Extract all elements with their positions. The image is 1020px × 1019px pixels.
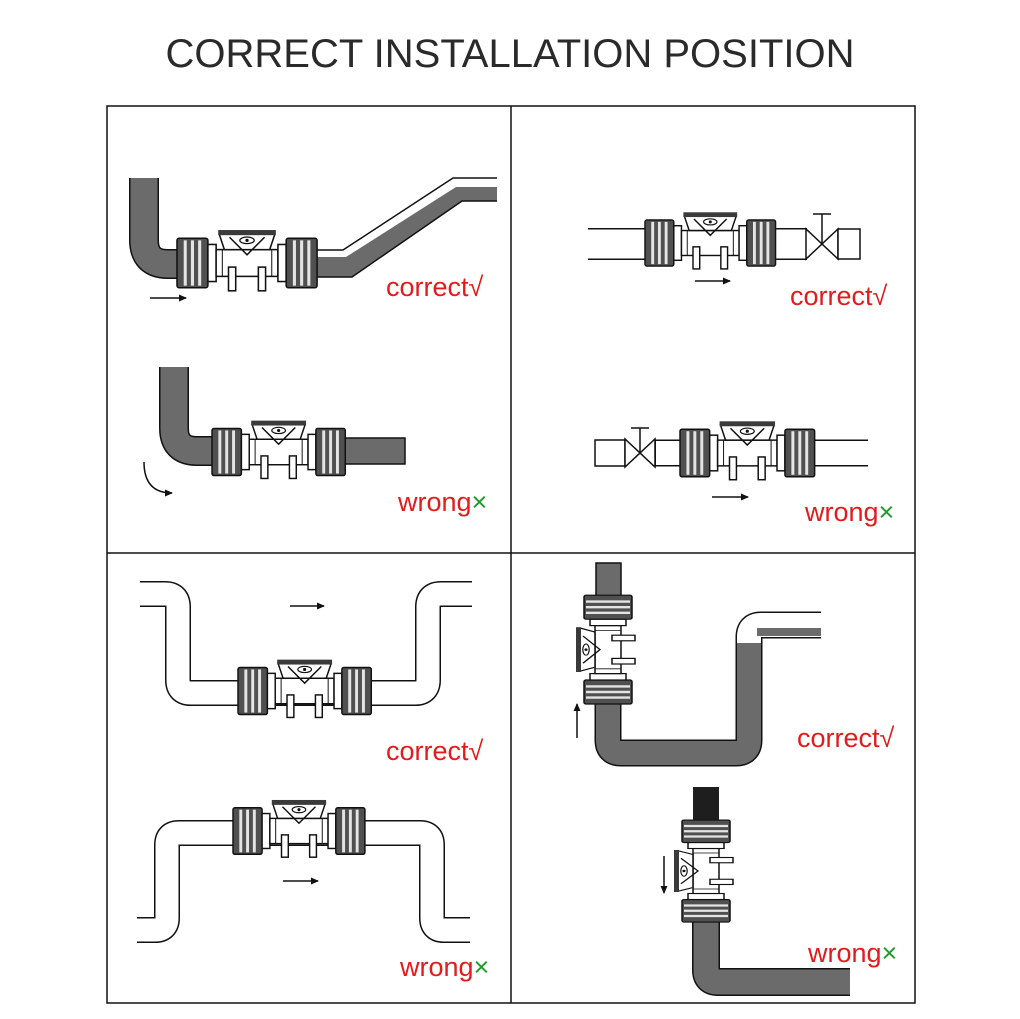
label-correct: correct√	[790, 281, 888, 311]
curved-flow-arrow-icon	[143, 461, 173, 497]
label-text: correct	[386, 736, 469, 766]
flow-meter	[236, 658, 373, 719]
label-wrong: wrong×	[399, 952, 489, 982]
scenario-wrong: wrong×	[137, 798, 489, 982]
cross-mark-icon: ×	[472, 487, 488, 517]
cross-mark-icon: ×	[879, 497, 895, 527]
scenario-wrong: wrong×	[660, 787, 897, 996]
check-mark-icon: √	[880, 723, 895, 753]
label-correct: correct√	[386, 272, 484, 302]
panel-bottom-left: correct√ wrong×	[137, 581, 489, 982]
label-wrong: wrong×	[807, 938, 897, 968]
label-text: wrong	[807, 938, 882, 968]
flow-meter	[574, 593, 637, 706]
pipe-filled	[693, 918, 850, 995]
pipe-filled	[596, 642, 761, 765]
pipe-end-cap	[837, 228, 861, 260]
scenario-correct: correct√	[129, 177, 497, 302]
pipe-end-cap	[594, 439, 626, 467]
check-mark-icon: √	[469, 272, 484, 302]
label-text: correct	[797, 723, 880, 753]
pipe-edge-bottom	[312, 200, 497, 278]
gate-valve-icon	[624, 427, 656, 469]
label-correct: correct√	[386, 736, 484, 766]
panel-bottom-right: correct√ wrong×	[573, 562, 897, 996]
pipe-edge-top	[312, 177, 497, 251]
scenario-correct: correct√	[588, 210, 888, 311]
cross-mark-icon: ×	[474, 952, 490, 982]
label-wrong: wrong×	[397, 487, 487, 517]
pipe-outline	[594, 611, 821, 767]
pipe-inlet-dark	[693, 787, 719, 823]
scenario-wrong: wrong×	[594, 419, 894, 527]
label-text: wrong	[399, 952, 474, 982]
panel-top-right: correct√ wrong×	[588, 210, 894, 527]
scenario-wrong: wrong×	[143, 367, 487, 517]
check-mark-icon: √	[873, 281, 888, 311]
pipe-inner	[737, 613, 821, 643]
panel-top-left: correct√ wrong×	[129, 177, 497, 517]
flow-meter	[210, 419, 347, 480]
cross-mark-icon: ×	[882, 938, 898, 968]
gate-valve-icon	[805, 213, 839, 261]
flow-meter	[231, 798, 367, 859]
flow-meter	[672, 818, 735, 924]
pipe-filled	[130, 178, 185, 278]
check-mark-icon: √	[469, 736, 484, 766]
flow-meter	[175, 228, 319, 293]
label-wrong: wrong×	[804, 497, 894, 527]
pipe-filled	[160, 367, 217, 465]
label-correct: correct√	[797, 723, 895, 753]
flow-meter	[643, 210, 777, 271]
label-text: correct	[386, 272, 469, 302]
page-title: CORRECT INSTALLATION POSITION	[166, 32, 855, 76]
pipe-rising-water	[312, 187, 497, 277]
label-text: wrong	[397, 487, 472, 517]
flow-meter	[678, 419, 817, 482]
pipe-outlet	[340, 437, 406, 465]
scenario-correct: correct√	[573, 562, 895, 767]
label-text: correct	[790, 281, 873, 311]
label-text: wrong	[804, 497, 879, 527]
scenario-correct: correct√	[140, 581, 484, 766]
